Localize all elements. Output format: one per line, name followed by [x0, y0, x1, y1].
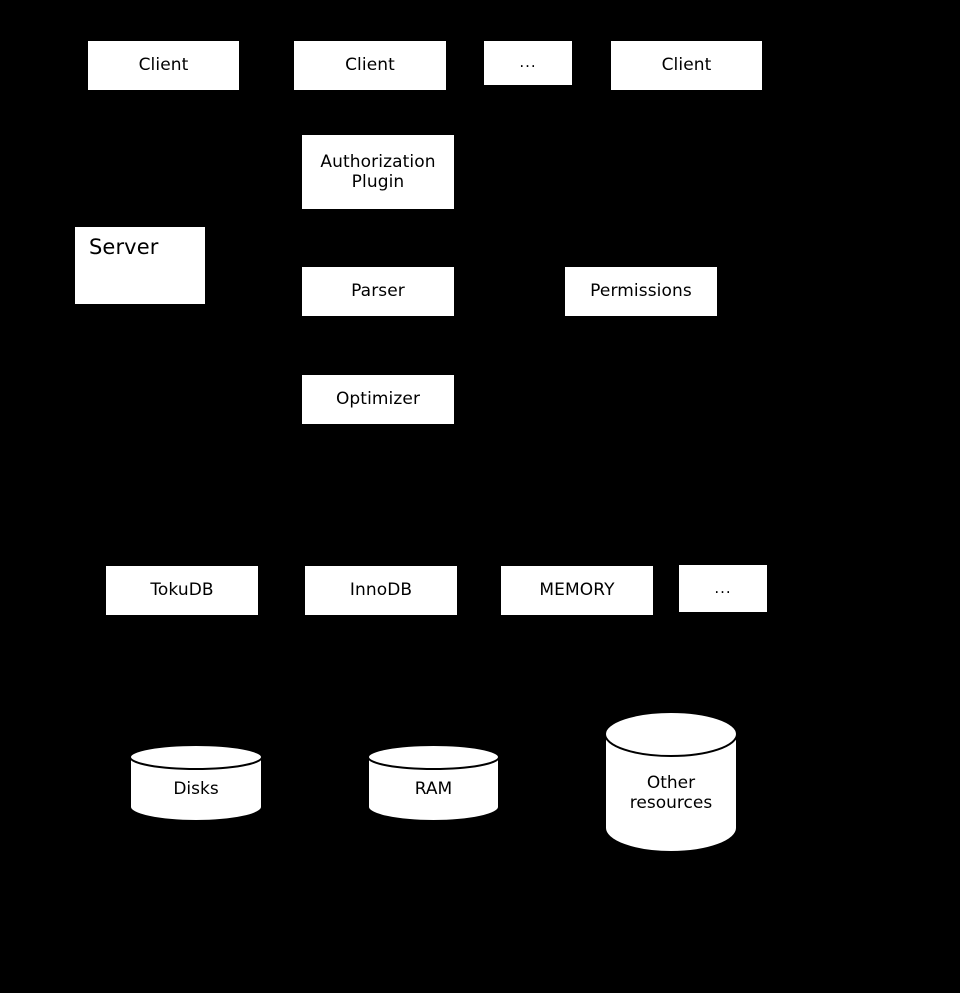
resource-label-ram: RAM [414, 779, 453, 799]
authorization-plugin-box[interactable]: Authorization Plugin [302, 135, 454, 209]
database-cylinder-ram[interactable]: RAM [366, 743, 501, 821]
cylinder-icon [367, 744, 500, 821]
client-ellipsis-box[interactable]: ... [484, 41, 572, 85]
client-box-3[interactable]: Client [611, 41, 762, 90]
cylinder-icon [129, 744, 263, 821]
cylinder-icon [604, 711, 738, 852]
storage-engine-ellipsis[interactable]: ... [679, 565, 767, 612]
client-box-1[interactable]: Client [88, 41, 239, 90]
storage-engine-tokudb[interactable]: TokuDB [106, 566, 258, 615]
resource-label-other-resources: Other resources [629, 773, 713, 814]
storage-engine-memory[interactable]: MEMORY [501, 566, 653, 615]
client-box-2[interactable]: Client [294, 41, 446, 90]
resource-label-disks: Disks [173, 779, 219, 799]
parser-box[interactable]: Parser [302, 267, 454, 316]
database-cylinder-disks[interactable]: Disks [128, 743, 264, 821]
storage-engine-innodb[interactable]: InnoDB [305, 566, 457, 615]
optimizer-box[interactable]: Optimizer [302, 375, 454, 424]
permissions-box[interactable]: Permissions [565, 267, 717, 316]
server-container-label[interactable]: Server [75, 227, 205, 304]
database-cylinder-other-resources[interactable]: Other resources [603, 710, 739, 852]
